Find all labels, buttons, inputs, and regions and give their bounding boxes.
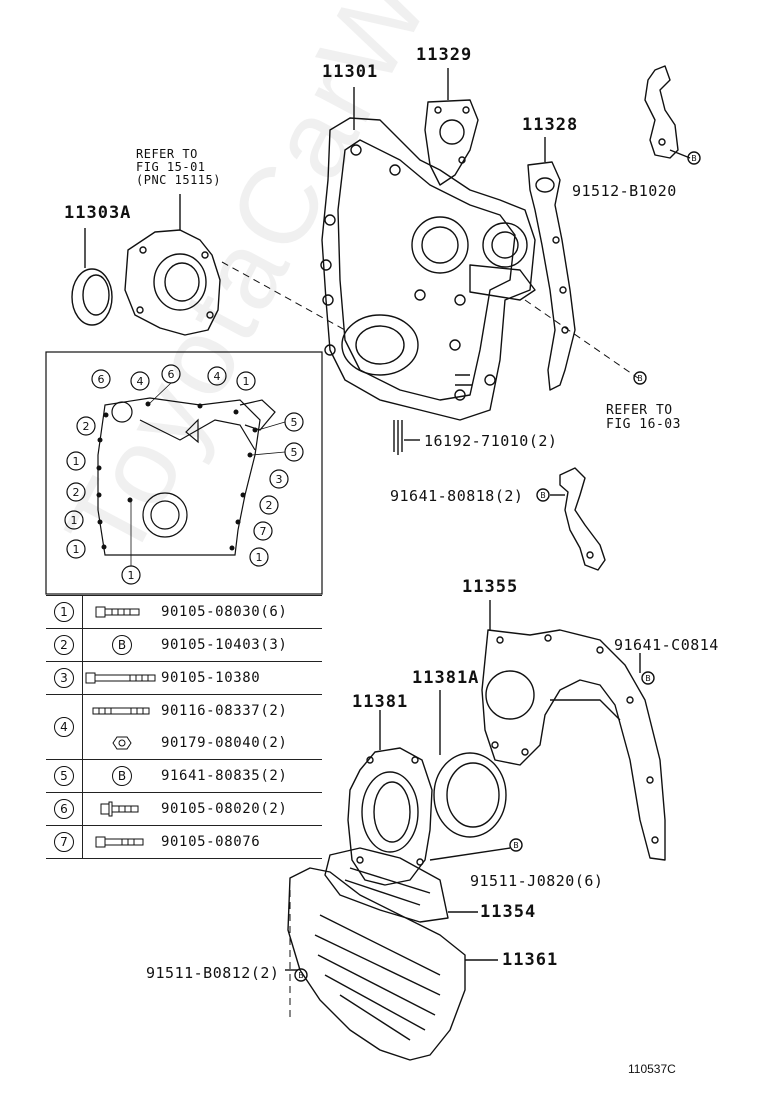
stud-icon — [83, 695, 161, 727]
part-label-11328: 11328 — [522, 115, 579, 135]
legend-part-number: 90179-08040(2) — [161, 735, 288, 751]
bolt-16192 — [393, 420, 420, 455]
oil-pan-11361 — [287, 867, 498, 1061]
bolt-flange-icon — [83, 793, 161, 825]
b-circle-icon: B — [83, 760, 161, 792]
inset-callout: 1 — [73, 455, 80, 468]
bolt-short-icon — [83, 596, 161, 628]
inset-callout: 1 — [128, 569, 135, 582]
legend-number: 7 — [46, 826, 83, 858]
oil-seal-11381A — [433, 690, 507, 838]
part-label-91512-B1020: 91512-B1020 — [572, 182, 677, 200]
part-label-11355: 11355 — [462, 577, 519, 597]
part-label-91511-B0812: 91511-B0812(2) — [146, 964, 280, 982]
engine-hanger-middle — [550, 467, 606, 571]
legend-subrow: 90179-08040(2) — [83, 727, 322, 759]
legend-subrow: 90116-08337(2) — [83, 695, 322, 727]
end-plate-11355 — [481, 600, 666, 861]
refer-line: FIG 15-01 — [136, 160, 206, 174]
legend-number: 3 — [46, 662, 83, 694]
legend-part-number: 90105-08020(2) — [161, 801, 288, 817]
bolt-short-icon — [83, 826, 161, 858]
b-mark: B — [298, 971, 304, 980]
inset-callout: 6 — [168, 368, 175, 381]
inset-callout: 1 — [243, 375, 250, 388]
part-label-11329: 11329 — [416, 45, 473, 65]
fastener-legend-table: 1 90105-08030(6) 2 B 90105-10403(3) 3 90… — [46, 595, 322, 859]
legend-part-number: 90105-08030(6) — [161, 604, 288, 620]
legend-number: 5 — [46, 760, 83, 792]
part-label-11381A: 11381A — [412, 668, 480, 688]
legend-row: 3 90105-10380 — [46, 661, 322, 694]
legend-row: 5 B 91641-80835(2) — [46, 759, 322, 792]
legend-number: 4 — [46, 695, 83, 759]
inset-callout: 1 — [71, 514, 78, 527]
inset-callout: 4 — [137, 375, 144, 388]
legend-row: 2 B 90105-10403(3) — [46, 628, 322, 661]
legend-row: 7 90105-08076 — [46, 825, 322, 859]
gasket-11328 — [527, 137, 576, 391]
oil-pump-housing — [124, 194, 221, 336]
inset-callout: 1 — [256, 551, 263, 564]
bolt-location-inset — [45, 351, 323, 595]
inset-callout: 6 — [98, 373, 105, 386]
part-label-11361: 11361 — [502, 950, 559, 970]
inset-callout: 2 — [266, 499, 273, 512]
part-label-91641-C0814: 91641-C0814 — [614, 636, 719, 654]
legend-part-number: 91641-80835(2) — [161, 768, 288, 784]
b-mark: B — [637, 374, 643, 383]
legend-part-number: 90105-10403(3) — [161, 637, 288, 653]
b-mark: B — [645, 674, 651, 683]
legend-part-number: 90116-08337(2) — [161, 703, 288, 719]
b-circle-icon: B — [83, 629, 161, 661]
inset-callout: 5 — [291, 446, 298, 459]
legend-row-group: 4 90116-08337(2) 90179-08040(2) — [46, 694, 322, 759]
part-label-91511-J0820: 91511-J0820(6) — [470, 872, 604, 890]
inset-callouts: 6 4 6 4 1 2 5 5 1 3 2 2 1 7 1 1 1 — [64, 364, 304, 585]
b-mark: B — [691, 154, 697, 163]
inset-callout: 7 — [260, 525, 267, 538]
part-label-11301: 11301 — [322, 62, 379, 82]
refer-line: REFER TO — [136, 147, 198, 161]
refer-note-fig-15-01: REFER TO FIG 15-01 (PNC 15115) — [136, 148, 221, 187]
document-number: 110537C — [628, 1062, 676, 1076]
legend-number: 2 — [46, 629, 83, 661]
legend-part-number: 90105-08076 — [161, 834, 261, 850]
bolt-long-icon — [83, 662, 161, 694]
refer-note-fig-16-03: REFER TO FIG 16-03 — [606, 404, 681, 432]
seal-retainer-11381 — [347, 710, 433, 886]
b-mark: B — [540, 491, 546, 500]
legend-part-number: 90105-10380 — [161, 670, 261, 686]
engine-hanger-top — [644, 65, 691, 159]
refer-line: (PNC 15115) — [136, 173, 221, 187]
inset-callout: 5 — [291, 416, 298, 429]
oil-pan-baffle-11354 — [324, 847, 478, 923]
refer-line: FIG 16-03 — [606, 417, 681, 432]
legend-number: 1 — [46, 596, 83, 628]
part-label-91641-80818: 91641-80818(2) — [390, 487, 524, 505]
legend-row: 1 90105-08030(6) — [46, 595, 322, 628]
part-label-11303A: 11303A — [64, 203, 132, 223]
part-label-16192-71010: 16192-71010(2) — [424, 432, 558, 450]
legend-row: 6 90105-08020(2) — [46, 792, 322, 825]
inset-callout: 2 — [73, 486, 80, 499]
part-label-11354: 11354 — [480, 902, 537, 922]
inset-callout: 3 — [276, 473, 283, 486]
gasket-11329 — [424, 68, 479, 186]
nut-icon — [83, 727, 161, 759]
oil-seal-11303A — [71, 228, 113, 326]
b-mark: B — [513, 841, 519, 850]
inset-callout: 4 — [214, 370, 221, 383]
inset-callout: 1 — [73, 543, 80, 556]
legend-number: 6 — [46, 793, 83, 825]
inset-callout: 2 — [83, 420, 90, 433]
part-label-11381: 11381 — [352, 692, 409, 712]
timing-cover-11301 — [320, 87, 536, 421]
refer-line: REFER TO — [606, 403, 673, 418]
